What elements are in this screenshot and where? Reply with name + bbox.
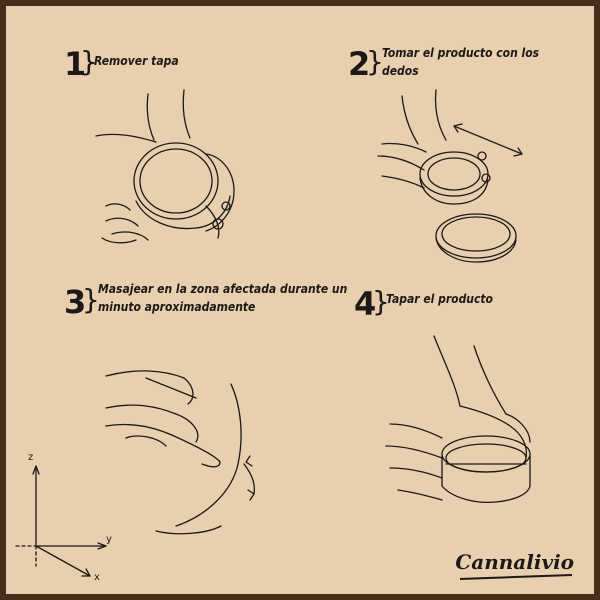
step-1-brace: } [80,45,98,78]
step-1-number: 1 [64,45,87,83]
close-lid-illustration [385,335,531,504]
step-1-text: Remover tapa [94,54,179,68]
step-4-text: Tapar el producto [386,292,493,306]
instructions-panel: 1 } Remover tapa 2 } Tomar el producto c… [6,6,594,594]
step-4-number: 4 [354,285,377,323]
take-product-illustration [377,89,523,263]
step-2-brace: } [366,45,384,78]
remove-lid-illustration [95,89,235,244]
step-2-number: 2 [348,45,371,83]
step-4-brace: } [372,285,390,318]
brand-logo: Cannalivio [455,550,574,574]
illustration-layer [15,89,531,577]
axis-x-label: x [94,572,100,583]
step-2-text-line1: Tomar el producto con los [382,46,540,60]
step-3-text-line1: Masajear en la zona afectada durante un [98,282,348,296]
axis-y-label: y [106,534,112,545]
axis-z-label: z [28,452,34,463]
step-3-brace: } [82,283,100,316]
step-3-number: 3 [64,283,87,321]
massage-illustration [105,370,256,535]
step-3-text-line2: minuto aproximadamente [98,300,256,314]
step-2-text-line2: dedos [382,64,419,78]
axes-diagram [15,465,107,577]
